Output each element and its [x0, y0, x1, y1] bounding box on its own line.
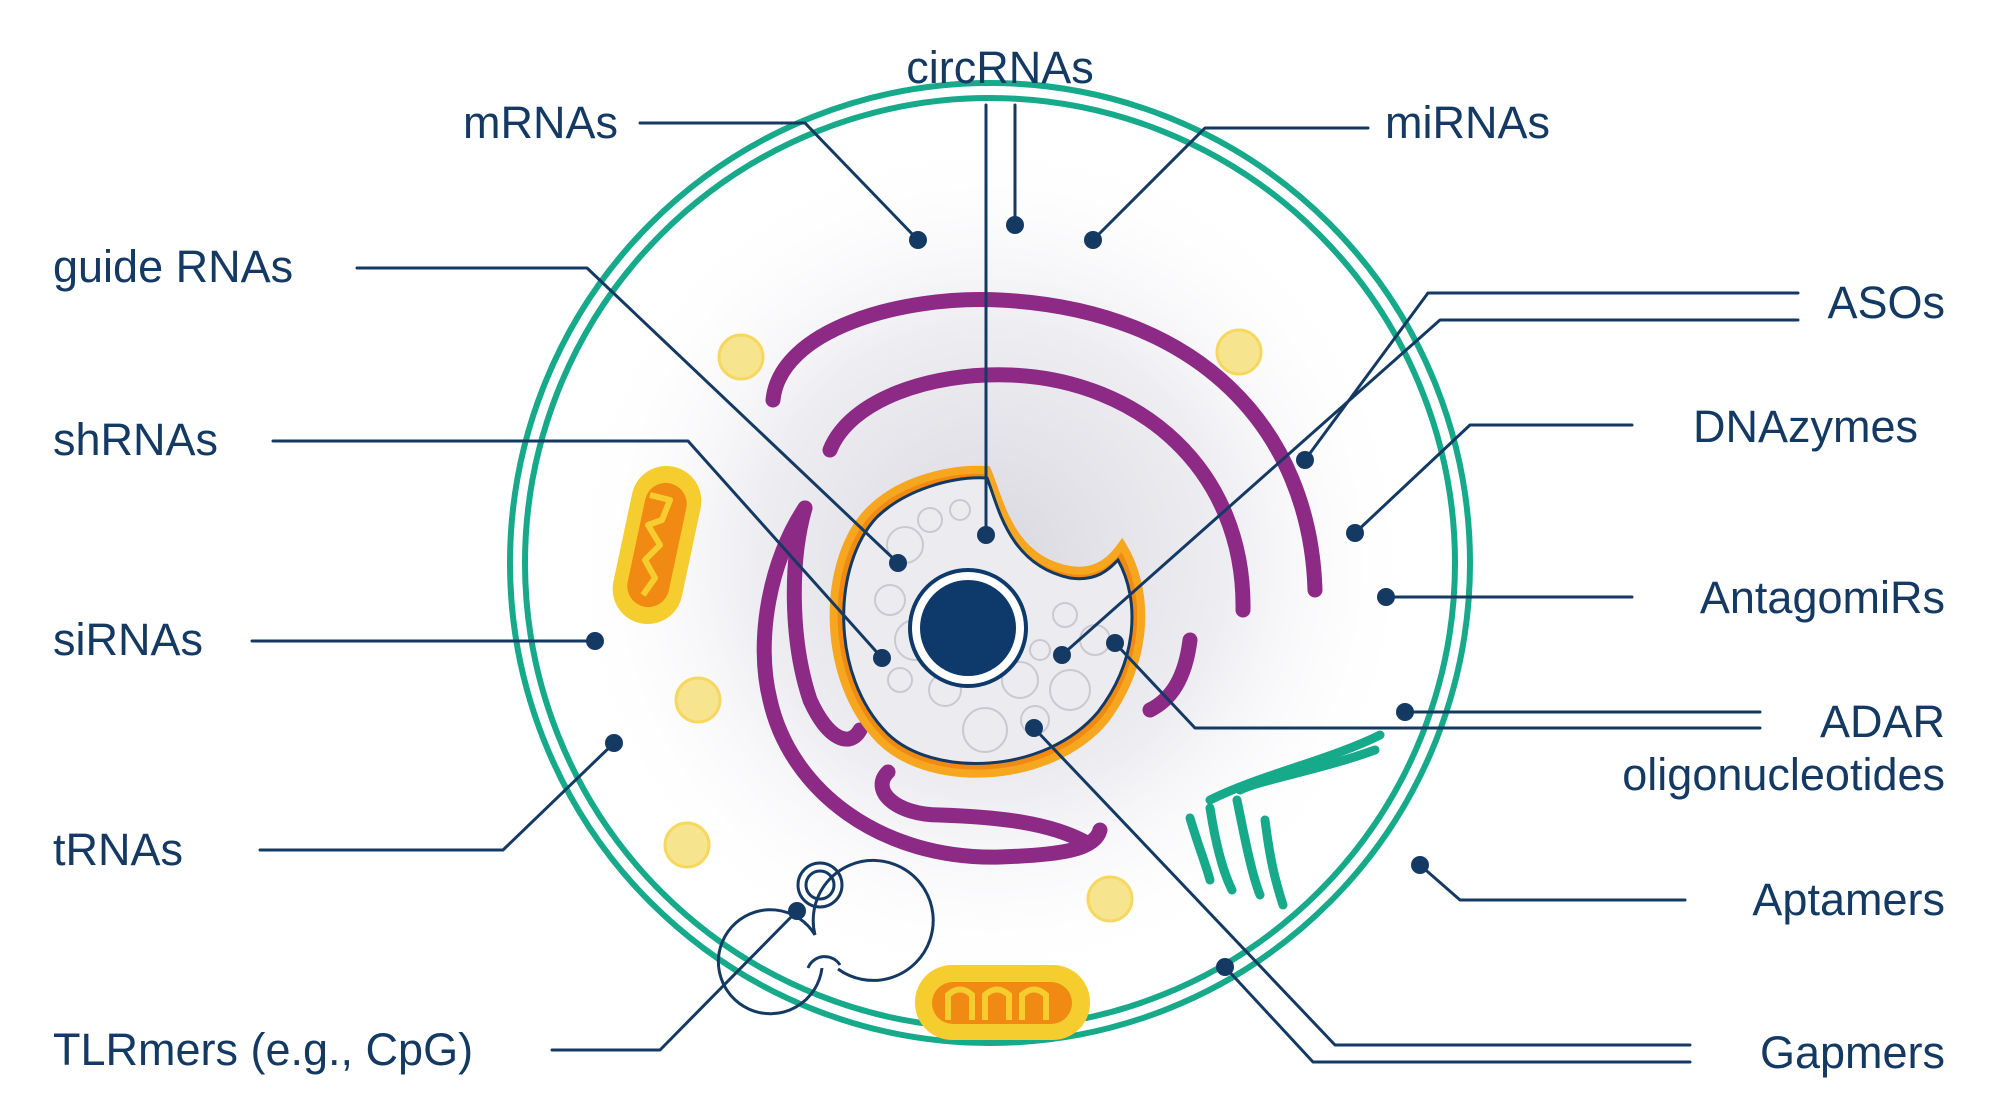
shrnas-dot	[873, 649, 891, 667]
dnazymes-leader	[1353, 423, 1634, 535]
label-mirnas: miRNAs	[1385, 97, 1550, 148]
nucleolus-icon	[908, 568, 1028, 688]
guide-rnas-leader	[355, 266, 900, 565]
asos-dot	[1296, 451, 1314, 469]
label-asos: ASOs	[1827, 277, 1945, 328]
shrnas-leader	[271, 439, 884, 660]
label-adar-oligonucleotides: oligonucleotides	[1622, 749, 1945, 800]
asos-dot-2	[1053, 646, 1071, 664]
adar-dot-2	[1106, 634, 1124, 652]
label-shrnas: shRNAs	[53, 414, 218, 465]
gapmers-dot	[1025, 719, 1043, 737]
mitochondrion-icon	[612, 465, 702, 625]
mirnas-leader	[1091, 126, 1370, 242]
label-guide-rnas: guide RNAs	[53, 241, 293, 292]
tlrmers-leader	[550, 909, 799, 1052]
tlrmers-dot	[788, 902, 806, 920]
trnas-dot	[605, 734, 623, 752]
aptamers-leader	[1418, 863, 1687, 902]
label-circrnas: circRNAs	[906, 42, 1094, 93]
label-sirnas: siRNAs	[53, 614, 203, 665]
antagomirs-dot	[1377, 588, 1395, 606]
label-gapmers: Gapmers	[1760, 1027, 1945, 1078]
asos-leader-2	[1060, 318, 1800, 657]
label-antagomirs: AntagomiRs	[1700, 572, 1945, 623]
gapmers-dot-2	[1216, 958, 1234, 976]
trnas-leader	[258, 741, 616, 852]
sirnas-dot	[586, 632, 604, 650]
label-tlrmers: TLRmers (e.g., CpG)	[53, 1024, 473, 1075]
lysosome-icon	[716, 858, 935, 1016]
guide-rnas-dot	[889, 554, 907, 572]
leader-lines	[250, 103, 1800, 1064]
adar-leader-2	[1113, 641, 1762, 730]
dnazymes-dot	[1346, 524, 1364, 542]
label-trnas: tRNAs	[53, 824, 183, 875]
label-mrnas: mRNAs	[463, 97, 618, 148]
labels: circRNAs mRNAs miRNAs guide RNAs ASOs DN…	[53, 42, 1945, 1078]
label-aptamers: Aptamers	[1752, 874, 1945, 925]
circrnas-dot	[977, 526, 995, 544]
label-adar: ADAR	[1820, 696, 1945, 747]
circrnas-dot-2	[1006, 216, 1024, 234]
mrnas-dot	[909, 231, 927, 249]
golgi-apparatus-icon	[1185, 730, 1385, 910]
gapmers-leader	[1032, 726, 1692, 1047]
label-dnazymes: DNAzymes	[1693, 401, 1918, 452]
aptamers-dot	[1411, 856, 1429, 874]
adar-dot	[1396, 703, 1414, 721]
mrnas-leader	[638, 121, 920, 242]
vesicle-icon	[663, 328, 1263, 923]
endoplasmic-reticulum-icon	[756, 292, 1323, 865]
mitochondrion-icon	[915, 965, 1090, 1040]
gapmers-leader-2	[1223, 965, 1692, 1064]
mirnas-dot	[1084, 231, 1102, 249]
